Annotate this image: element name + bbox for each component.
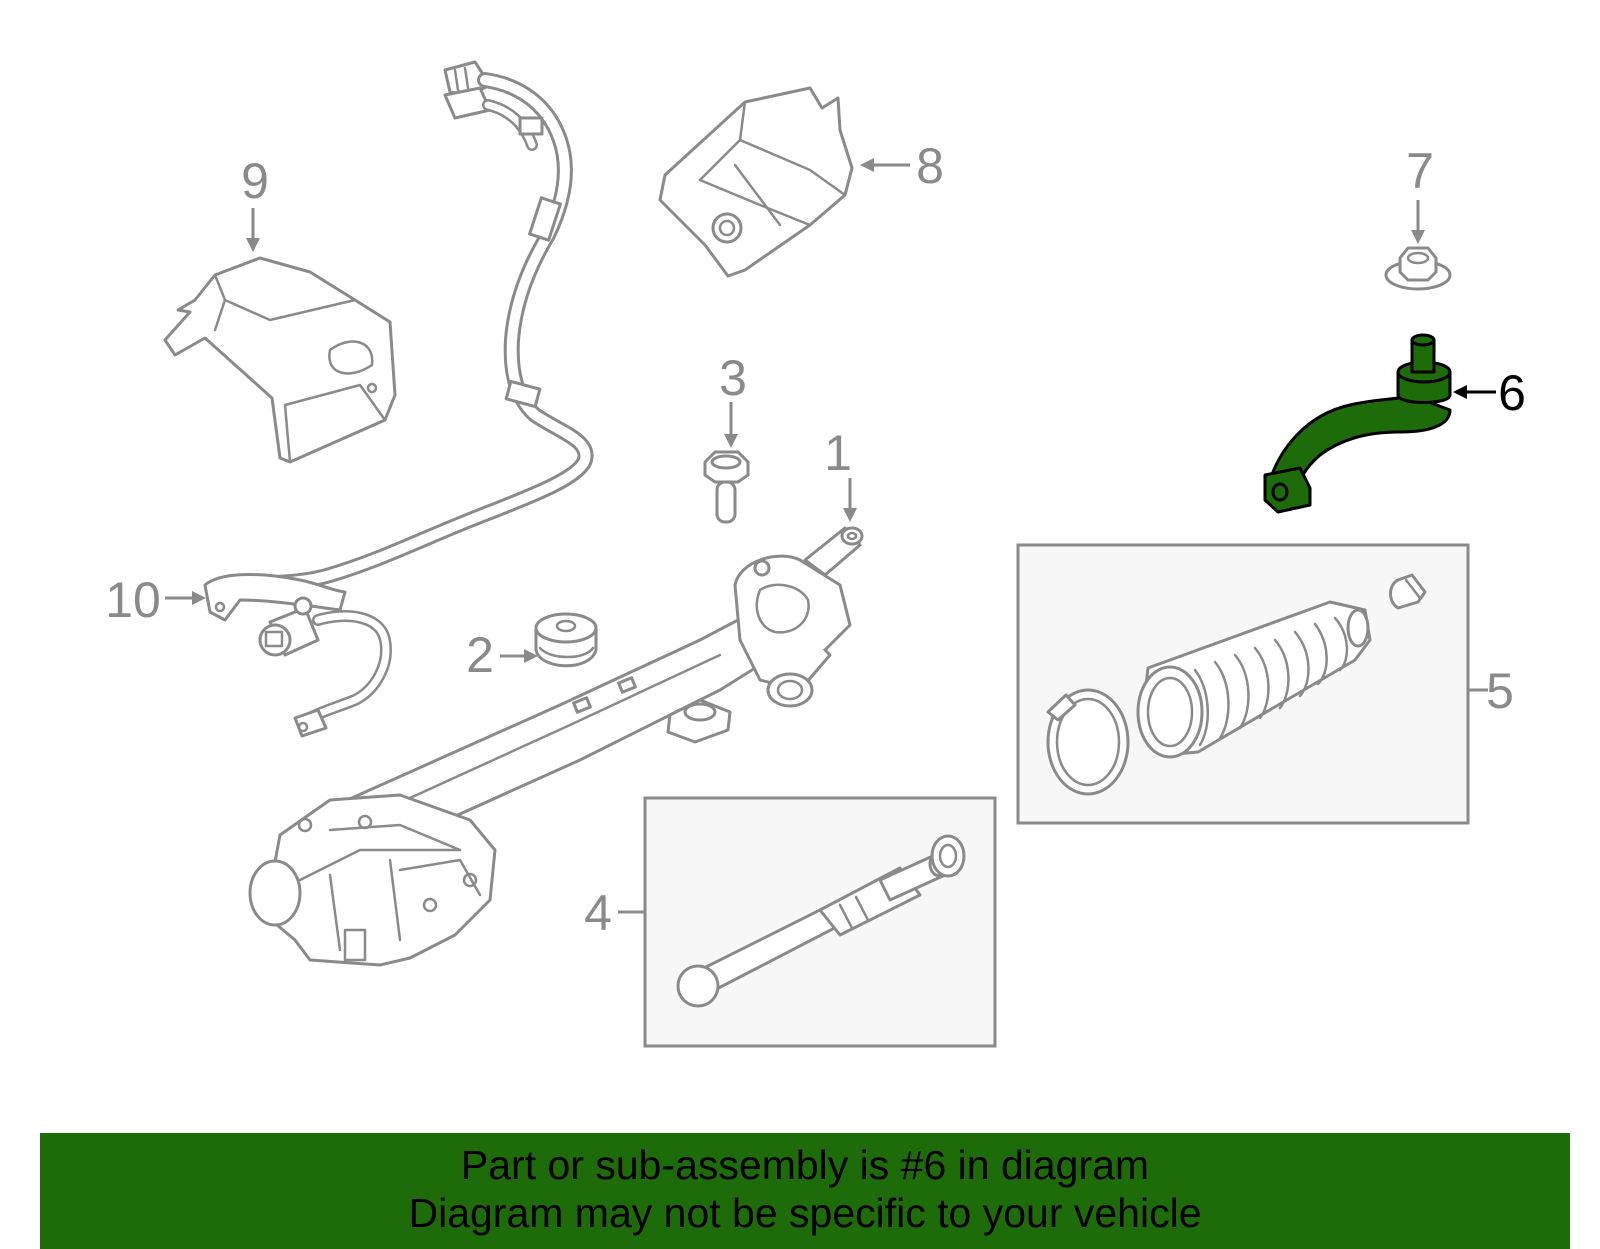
part-8-heat-shield[interactable]: [658, 86, 854, 278]
part-2-bushing[interactable]: [534, 612, 598, 668]
svg-text:7: 7: [1406, 143, 1434, 199]
callout-10[interactable]: 10: [105, 572, 206, 628]
part-3-bolt[interactable]: [703, 450, 750, 524]
svg-text:2: 2: [466, 627, 494, 683]
callout-7[interactable]: 7: [1406, 143, 1434, 244]
svg-text:9: 9: [241, 153, 269, 209]
callout-3[interactable]: 3: [719, 350, 747, 448]
callout-5[interactable]: 5: [1468, 663, 1514, 719]
callout-6[interactable]: 6: [1453, 365, 1526, 421]
callout-4[interactable]: 4: [584, 885, 645, 941]
banner-disclaimer-line: Diagram may not be specific to your vehi…: [408, 1190, 1202, 1236]
part-9-heat-shield[interactable]: [163, 256, 397, 464]
callout-1[interactable]: 1: [824, 425, 857, 522]
svg-text:4: 4: [584, 885, 612, 941]
part-1-steering-gear[interactable]: [248, 526, 864, 967]
svg-text:1: 1: [824, 425, 852, 481]
part-6-tie-rod-end[interactable]: [1263, 333, 1452, 514]
callout-9[interactable]: 9: [241, 153, 269, 252]
svg-text:6: 6: [1498, 365, 1526, 421]
svg-text:3: 3: [719, 350, 747, 406]
info-banner: Part or sub-assembly is #6 in diagram Di…: [40, 1133, 1570, 1249]
svg-text:10: 10: [105, 572, 161, 628]
part-10-sensor-harness[interactable]: [203, 60, 594, 738]
part-5-boot-kit-box[interactable]: [1016, 543, 1470, 825]
part-4-inner-tie-rod-box[interactable]: [643, 796, 997, 1048]
callout-2[interactable]: 2: [466, 627, 538, 683]
part-7-nut[interactable]: [1384, 246, 1452, 291]
svg-text:8: 8: [916, 138, 944, 194]
svg-text:5: 5: [1486, 663, 1514, 719]
banner-part-line: Part or sub-assembly is #6 in diagram: [460, 1142, 1150, 1188]
callout-8[interactable]: 8: [860, 138, 944, 194]
